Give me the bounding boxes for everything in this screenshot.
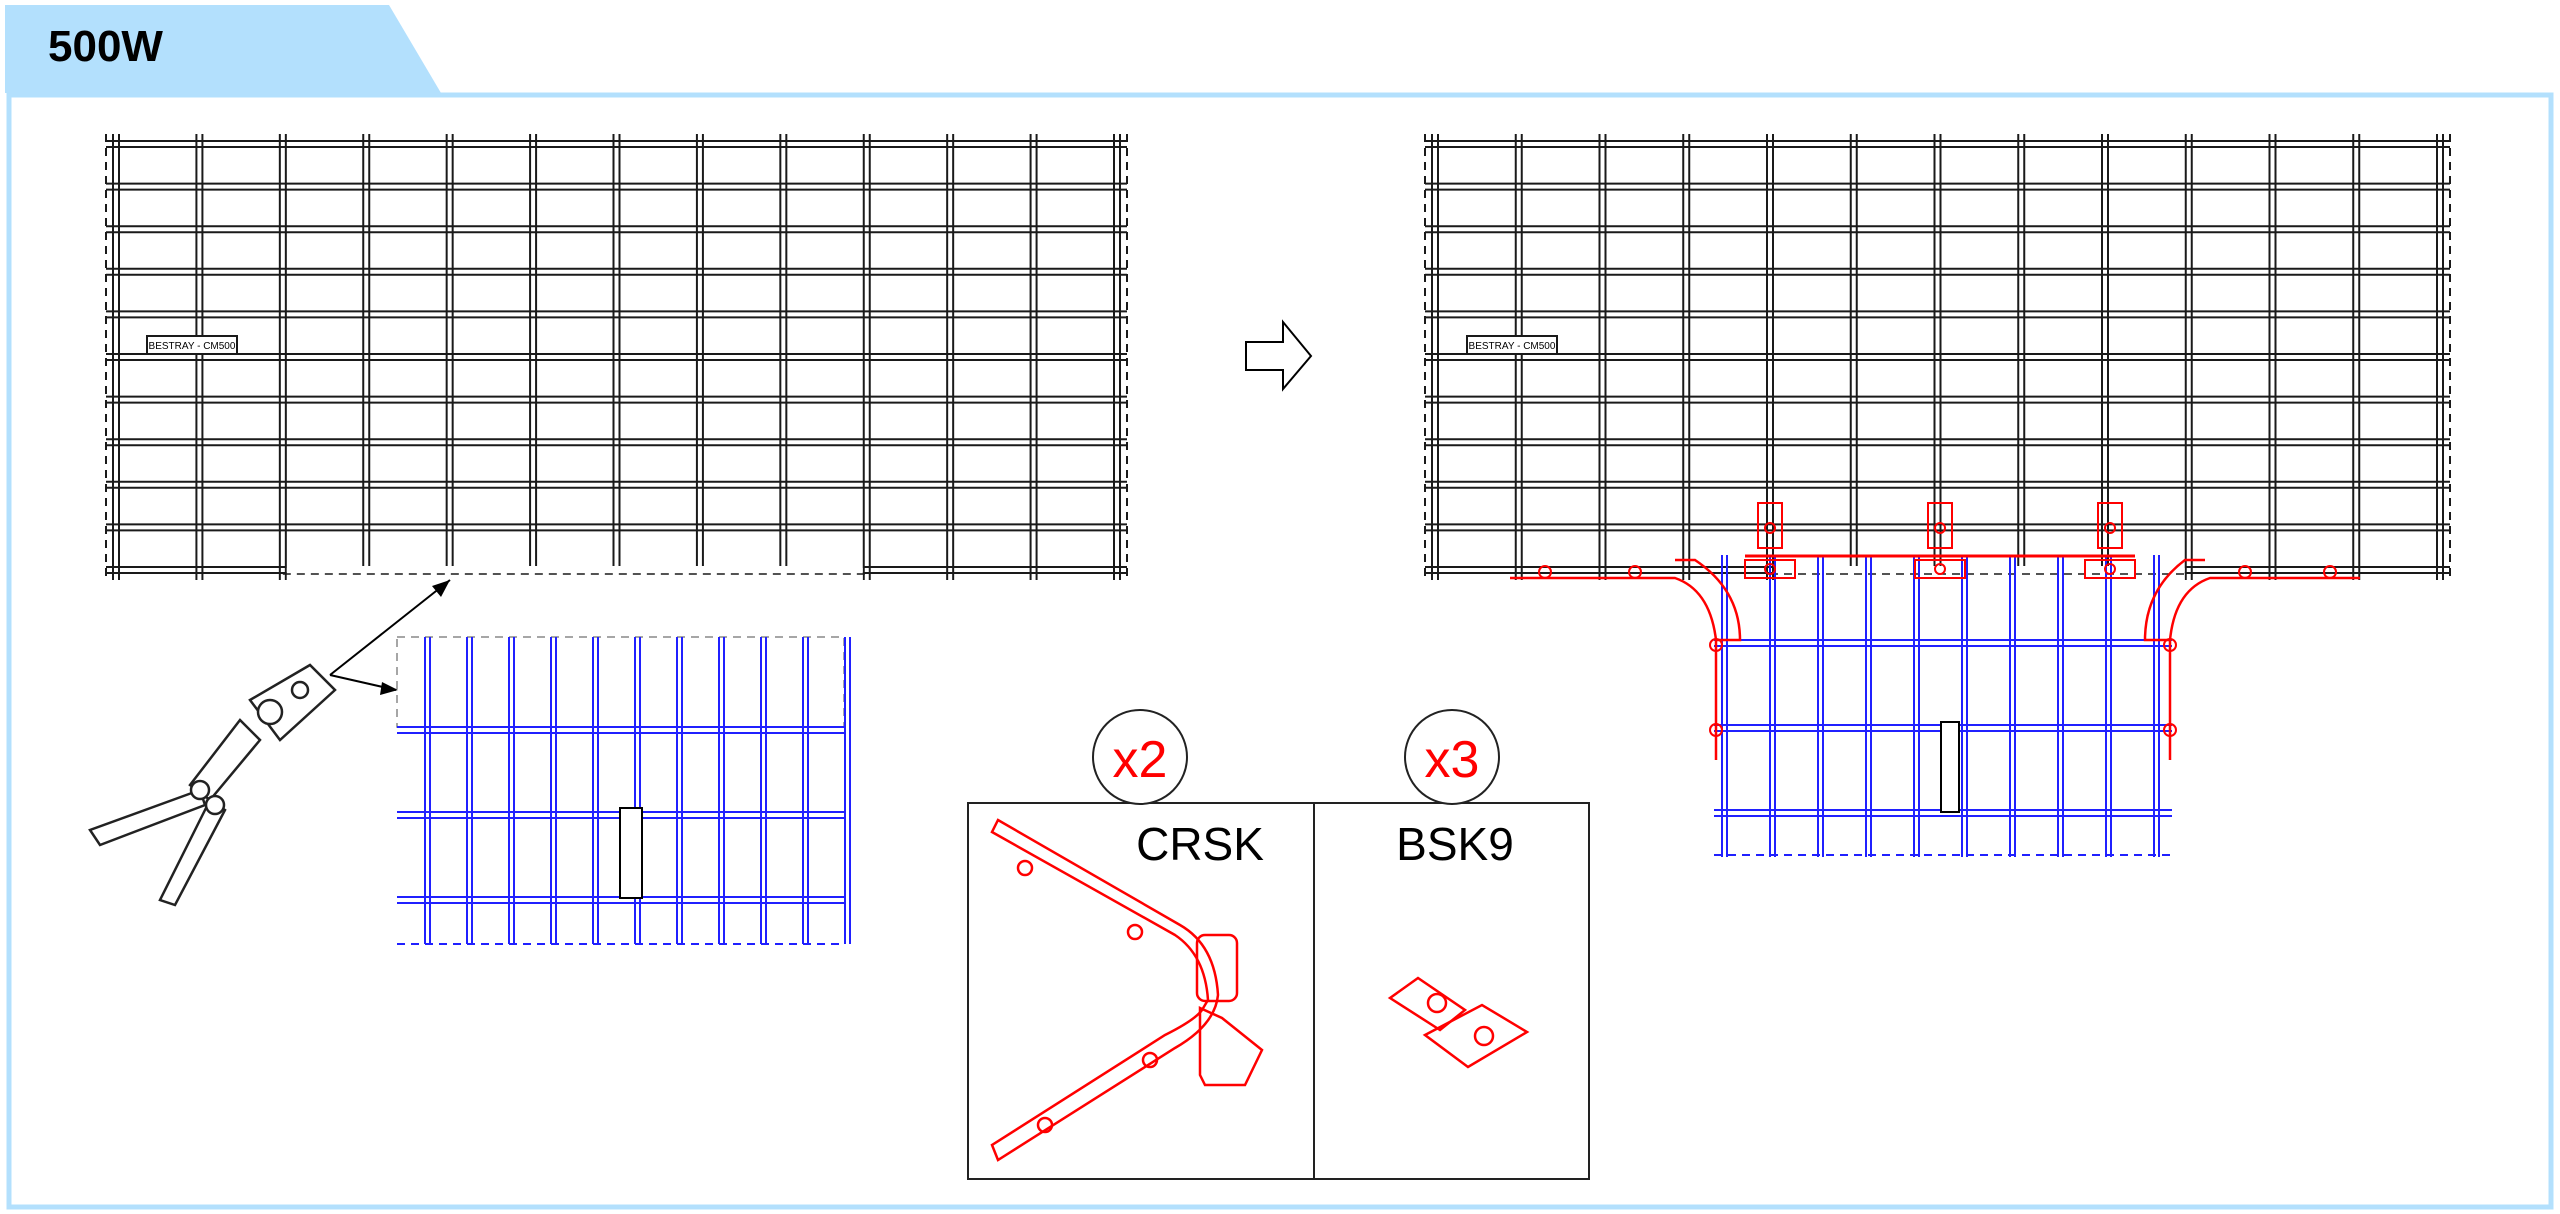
crsk-bolt <box>2323 565 2337 579</box>
bsk9-clamp <box>1757 502 1783 549</box>
crsk-bolt <box>2163 723 2177 737</box>
crsk-bolt <box>1709 723 1723 737</box>
bsk9-screw <box>1764 563 1776 575</box>
tray-label-box <box>1940 721 1960 813</box>
tray-label: BESTRAY - CM500 <box>1469 341 1556 352</box>
step-arrow-icon <box>1245 319 1313 392</box>
crsk-bolt <box>2163 638 2177 652</box>
crsk-loop-right <box>2143 558 2205 642</box>
tray-label-box <box>146 335 238 355</box>
pointer-arrow <box>329 579 451 676</box>
crsk-bolt <box>1538 565 1552 579</box>
qty-circle-crsk <box>1092 709 1188 805</box>
bsk9-clamp <box>2084 559 2136 579</box>
qty-circle-bsk9 <box>1404 709 1500 805</box>
part-name-bsk9: BSK9 <box>1396 818 1514 870</box>
bsk9-clamp <box>1744 559 1796 579</box>
bsk9-clamp <box>1914 559 1966 579</box>
branch-tray-piece <box>1714 555 2172 857</box>
bolt-cutter-icon <box>88 663 337 907</box>
crsk-bracket-left <box>1510 576 1718 760</box>
crsk-bolt <box>1709 638 1723 652</box>
bsk9-clamp-icon <box>1387 976 1530 1069</box>
tray-label-box <box>619 807 643 899</box>
frame-border <box>6 92 2554 1210</box>
pointer-arrowhead-2 <box>380 682 398 695</box>
cut-gap <box>286 566 863 586</box>
crsk-bolt <box>1628 565 1642 579</box>
bsk9-clamp <box>2097 502 2123 549</box>
installed-fittings <box>1510 502 2360 760</box>
tray-label: BESTRAY - CM500 <box>149 341 236 352</box>
bsk9-clamp <box>1927 502 1953 549</box>
crsk-bracket-right <box>2168 576 2360 760</box>
page-title: 500W <box>48 22 163 71</box>
crsk-bolt <box>2238 565 2252 579</box>
crsk-bracket-icon <box>990 818 1264 1162</box>
tray-after-install: BESTRAY - CM500 <box>1424 134 2451 586</box>
bsk9-screw <box>2104 563 2116 575</box>
bsk9-screw <box>2104 522 2116 534</box>
qty-bsk9: x3 <box>1425 731 1480 789</box>
part-name-crsk: CRSK <box>1136 818 1264 870</box>
tray-label-box <box>1466 335 1558 355</box>
bsk9-screw <box>1934 563 1946 575</box>
cut-gap <box>1774 566 2185 586</box>
bsk9-screw <box>1934 522 1946 534</box>
header-tab <box>5 5 441 93</box>
tray-before-cut: BESTRAY - CM500 <box>105 134 1128 586</box>
cut-tray-piece <box>396 636 851 945</box>
kit-box <box>967 802 1590 1180</box>
qty-crsk: x2 <box>1113 731 1168 789</box>
crsk-loop-left <box>1675 558 1742 642</box>
discarded-outline <box>396 636 845 728</box>
pointer-arrowhead <box>432 580 450 597</box>
bsk9-screw <box>1764 522 1776 534</box>
